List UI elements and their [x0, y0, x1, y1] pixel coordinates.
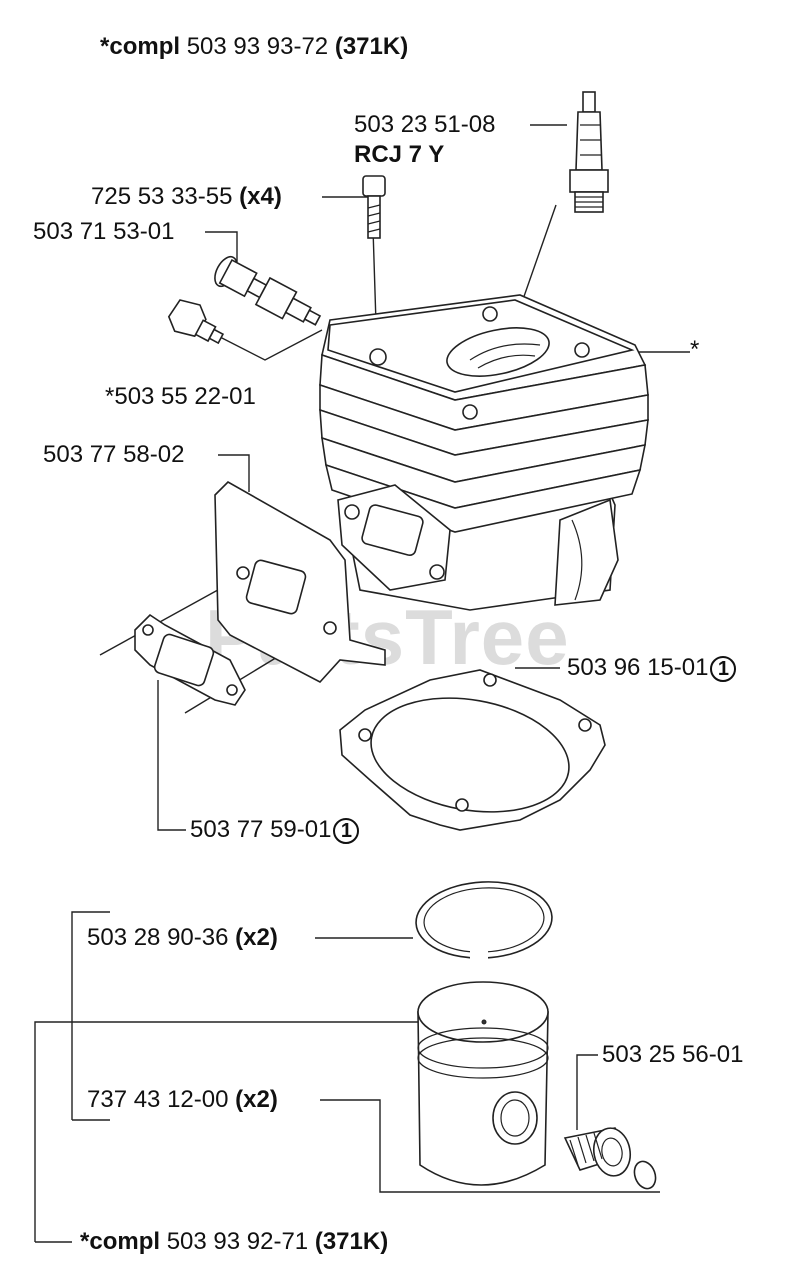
plug-number: *503 55 22-01	[105, 383, 256, 410]
screw-part	[362, 175, 386, 239]
spark-plug-model: RCJ 7 Y	[354, 141, 445, 168]
base-gasket-number: 503 96 15-01	[567, 654, 709, 681]
bearing-number: 503 25 56-01	[602, 1041, 744, 1068]
piston-part	[417, 981, 549, 1186]
compl-top-prefix: *compl	[100, 33, 181, 60]
compl-top-label: *compl 503 93 93-72 (371K)	[100, 33, 408, 61]
exhaust-gasket-number: 503 77 59-01	[190, 816, 332, 843]
decomp-valve-number: 503 71 53-01	[33, 218, 175, 245]
compl-bottom-label: *compl 503 93 92-71 (371K)	[80, 1228, 388, 1256]
leader-lines	[34, 124, 690, 1243]
plug-part	[167, 299, 225, 345]
exhaust-gasket-note-circle: 1	[333, 817, 360, 844]
cylinder-ref: *	[690, 336, 700, 363]
exhaust-gasket-part	[134, 613, 246, 706]
gasket-plate-number: 503 77 58-02	[43, 441, 185, 468]
gasket-plate-part	[214, 481, 386, 683]
compl-bottom-prefix: *compl	[80, 1228, 161, 1255]
piston-ring-part	[415, 881, 553, 962]
base-gasket-note-circle: 1	[710, 655, 737, 682]
piston-ring-number: 503 28 90-36	[87, 924, 229, 951]
spark-plug-number: 503 23 51-08	[354, 111, 496, 138]
spark-plug-part	[569, 91, 609, 213]
cylinder-part	[319, 294, 649, 611]
bearing-part	[563, 1127, 632, 1177]
circlip-label: 737 43 12-00 (x2)	[87, 1086, 278, 1114]
circlip-part	[633, 1160, 657, 1190]
compl-bottom-suffix: (371K)	[314, 1228, 389, 1255]
screw-label: 725 53 33-55 (x4)	[91, 183, 282, 211]
base-gasket-part	[339, 669, 606, 831]
piston-ring-label: 503 28 90-36 (x2)	[87, 924, 278, 952]
compl-top-number: 503 93 93-72	[186, 33, 329, 60]
circlip-number: 737 43 12-00	[87, 1086, 229, 1113]
screw-qty: (x4)	[239, 183, 282, 210]
screw-number: 725 53 33-55	[91, 183, 233, 210]
circlip-qty: (x2)	[235, 1086, 278, 1113]
decompression-valve-part	[214, 255, 322, 326]
compl-top-suffix: (371K)	[334, 33, 409, 60]
piston-ring-qty: (x2)	[235, 924, 278, 951]
compl-bottom-number: 503 93 92-71	[166, 1228, 309, 1255]
